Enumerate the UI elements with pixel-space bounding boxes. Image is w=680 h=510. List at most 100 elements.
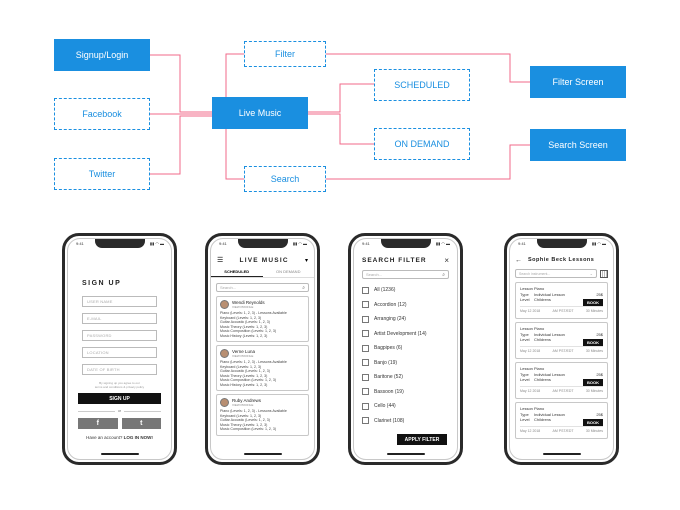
filter-option[interactable]: All (1236) (362, 283, 449, 298)
facebook-button[interactable]: f (78, 418, 118, 429)
live-music-node[interactable]: Live Music (212, 97, 308, 129)
search-screen-node[interactable]: Search Screen (530, 129, 626, 161)
filter-option[interactable]: Cello (44) (362, 399, 449, 414)
filter-option[interactable]: Clarinet (108) (362, 414, 449, 429)
email-field[interactable]: E-MAIL (82, 313, 157, 324)
book-button[interactable]: BOOK (583, 419, 603, 426)
checkbox[interactable] (362, 388, 369, 396)
have-account-text: Have an account? (86, 435, 123, 440)
avatar (220, 349, 229, 358)
search-input[interactable]: Search... ⌕ (216, 283, 309, 292)
instrument-line: Piano (Levels: 1, 2, 3) - Lessons Availa… (220, 409, 287, 413)
close-icon[interactable]: × (444, 255, 449, 265)
on-demand-node[interactable]: ON DEMAND (374, 128, 470, 160)
type-key: Type (520, 371, 529, 377)
phone-search-filter: 9:41 ▮▮ ◠ ▬ SEARCH FILTER × Search... ⌕ … (348, 233, 463, 465)
menu-icon[interactable]: ☰ (217, 257, 224, 264)
dob-placeholder: DATE OF BIRTH (87, 367, 120, 372)
facebook-label: Facebook (82, 109, 122, 119)
search-screen-label: Search Screen (548, 140, 608, 150)
phone-signup: 9:41 ▮▮ ◠ ▬ SIGN UP USER NAME E-MAIL PAS… (62, 233, 177, 465)
type-key: Type (520, 331, 529, 337)
lesson-value: Piano (534, 366, 545, 371)
teacher-card[interactable]: Wendi Reynolds VIEW PROFILE Piano (Level… (216, 296, 309, 342)
checkbox[interactable] (362, 286, 369, 294)
live-music-label: Live Music (238, 108, 282, 118)
apply-filter-button[interactable]: APPLY FILTER (397, 434, 447, 445)
checkbox[interactable] (362, 402, 369, 410)
connector-search-searchscreen (326, 144, 530, 180)
filter-option-label: Baritone (52) (374, 374, 403, 381)
checkbox[interactable] (362, 359, 369, 367)
scheduled-label: SCHEDULED (394, 80, 450, 90)
signup-button[interactable]: SIGN UP (78, 393, 161, 404)
username-field[interactable]: USER NAME (82, 296, 157, 307)
terms-link[interactable]: terms and conditions & privacy policy (94, 385, 145, 389)
instrument-search-placeholder: Search instrument... (519, 271, 551, 276)
filter-option-label: Accordion (12) (374, 301, 407, 308)
filter-option[interactable]: Accordion (12) (362, 298, 449, 313)
password-field[interactable]: PASSWORD (82, 330, 157, 341)
back-arrow-icon[interactable]: ← (515, 256, 522, 264)
lesson-duration: 30 Minutes (585, 388, 603, 393)
login-link[interactable]: LOG IN NOW! (123, 435, 153, 440)
view-profile-link[interactable]: VIEW PROFILE (232, 354, 254, 358)
filter-option[interactable]: Bassoon (19) (362, 385, 449, 400)
level-key: Level (520, 297, 530, 302)
view-profile-link[interactable]: VIEW PROFILE (232, 305, 254, 309)
lesson-duration: 30 Minutes (585, 308, 603, 313)
filter-search-input[interactable]: Search... ⌕ (362, 270, 449, 279)
checkbox[interactable] (362, 344, 369, 352)
instrument-line: Music Composition (Levels: 1, 2, 3) (220, 329, 277, 333)
checkbox[interactable] (362, 301, 369, 309)
book-button[interactable]: BOOK (583, 379, 603, 386)
filter-node[interactable]: Filter (244, 41, 326, 67)
filter-icon[interactable]: ▾ (304, 257, 308, 264)
filter-option[interactable]: Artist Development (14) (362, 327, 449, 342)
level-value: Childrens (534, 337, 551, 342)
checkbox[interactable] (362, 330, 369, 338)
lesson-timezone: AM PST/EDT (552, 428, 574, 433)
lesson-value: Piano (534, 286, 545, 291)
filter-option[interactable]: Arranging (24) (362, 312, 449, 327)
connector-live-ondemand (308, 113, 374, 145)
tab-scheduled[interactable]: SCHEDULED (211, 267, 263, 277)
filter-option[interactable]: Baritone (52) (362, 370, 449, 385)
filter-option-label: Bagpipes (6) (374, 345, 403, 352)
search-node[interactable]: Search (244, 166, 326, 192)
twitter-button[interactable]: t (121, 418, 161, 429)
scheduled-node[interactable]: SCHEDULED (374, 69, 470, 101)
filter-option[interactable]: Bagpipes (6) (362, 341, 449, 356)
filter-screen-node[interactable]: Filter Screen (530, 66, 626, 98)
dob-field[interactable]: DATE OF BIRTH (82, 364, 157, 375)
book-button[interactable]: BOOK (583, 299, 603, 306)
phone-live-music: 9:41 ▮▮ ◠ ▬ ☰ LIVE MUSIC ▾ SCHEDULED ON … (205, 233, 320, 465)
checkbox[interactable] (362, 417, 369, 425)
facebook-node[interactable]: Facebook (54, 98, 150, 130)
teacher-card[interactable]: Ruby Andrews VIEW PROFILE Piano (Levels:… (216, 394, 309, 436)
twitter-node[interactable]: Twitter (54, 158, 150, 190)
signup-login-node[interactable]: Signup/Login (54, 39, 150, 71)
location-field[interactable]: LOCATION (82, 347, 157, 358)
teacher-card[interactable]: Verne Luna VIEW PROFILE Piano (Levels: 1… (216, 345, 309, 391)
checkbox[interactable] (362, 373, 369, 381)
connector-twitter-live (150, 115, 212, 175)
book-button[interactable]: BOOK (583, 339, 603, 346)
tab-on-demand[interactable]: ON DEMAND (263, 267, 315, 277)
apply-filter-label: APPLY FILTER (404, 436, 440, 443)
calendar-icon[interactable] (600, 269, 608, 278)
signup-title: SIGN UP (82, 280, 122, 287)
price: 25$ (596, 331, 603, 337)
status-icons: ▮▮ ◠ ▬ (435, 241, 450, 246)
checkbox[interactable] (362, 315, 369, 323)
view-profile-link[interactable]: VIEW PROFILE (232, 403, 254, 407)
filter-option-label: All (1236) (374, 287, 396, 294)
connector-live-filter (225, 53, 244, 97)
filter-option[interactable]: Banjo (19) (362, 356, 449, 371)
instrument-search-input[interactable]: Search instrument... ⌄ (515, 269, 597, 278)
lesson-timezone: AM PST/EDT (552, 348, 574, 353)
